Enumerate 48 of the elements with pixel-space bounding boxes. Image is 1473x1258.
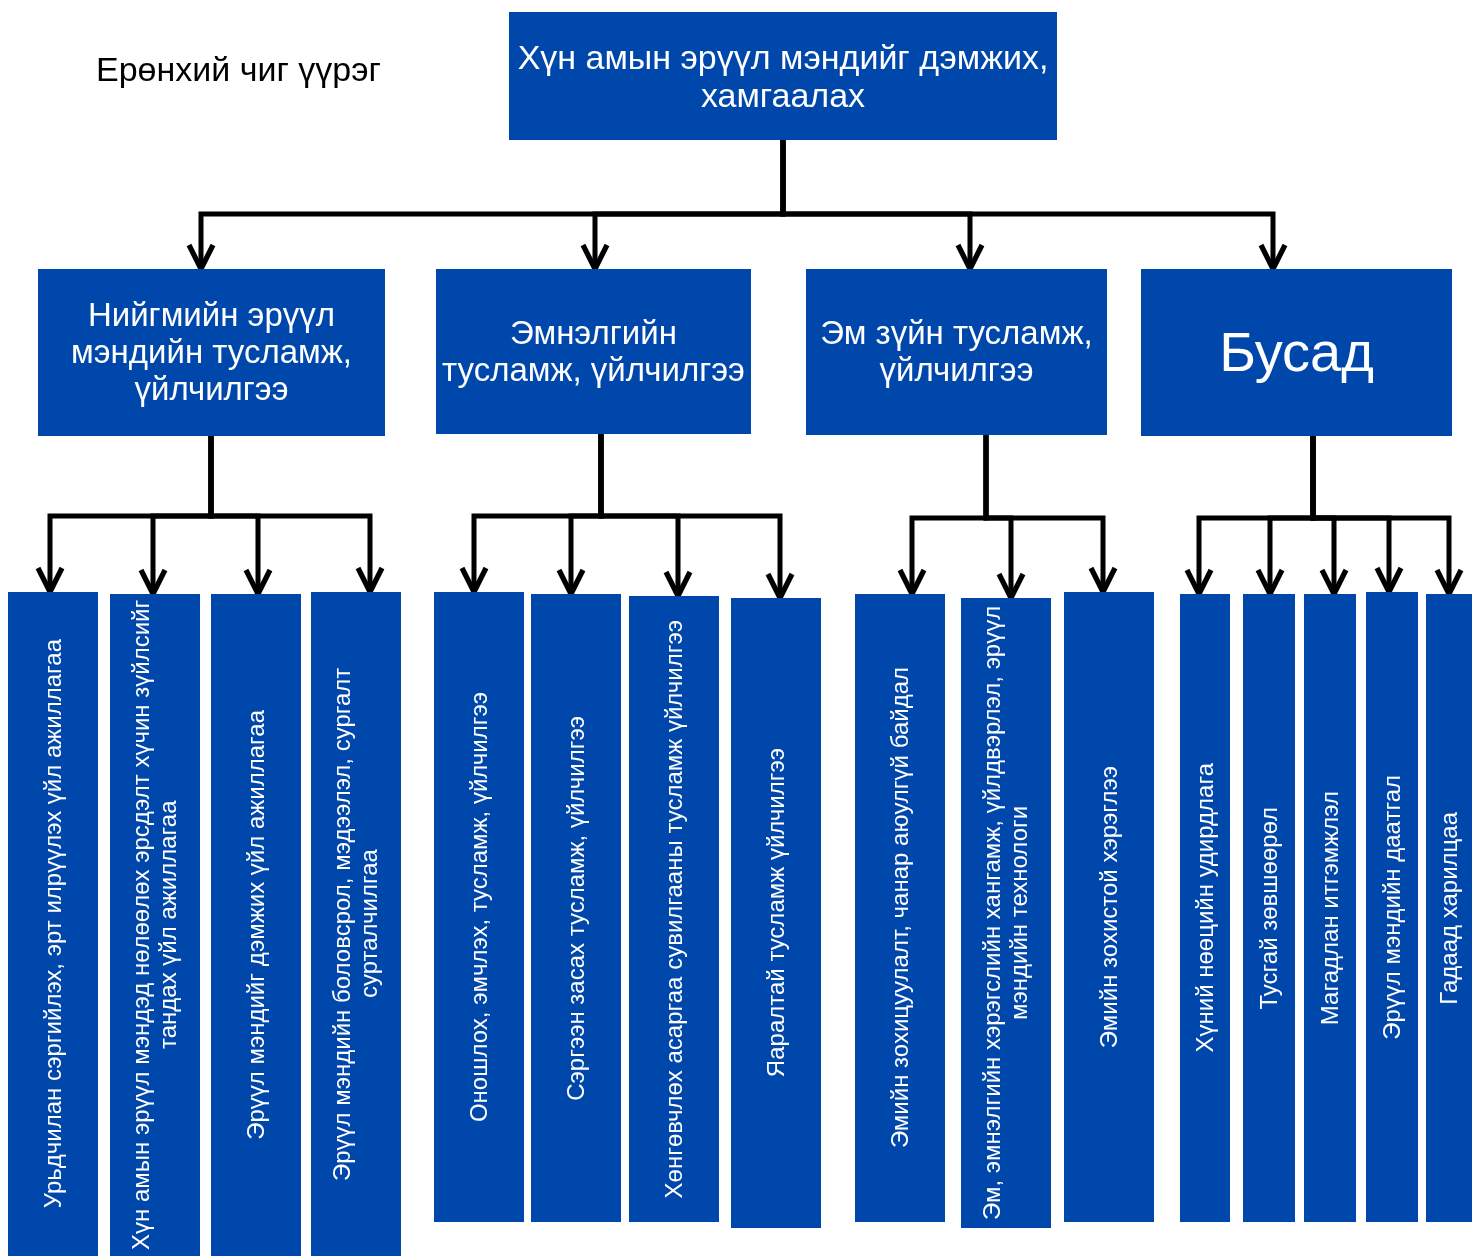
arrow: [1310, 436, 1464, 597]
function-box: [629, 596, 719, 1222]
category-box: [509, 12, 1057, 140]
arrow: [598, 434, 795, 601]
category-box: [436, 269, 751, 434]
function-box: [110, 594, 200, 1256]
box-text: Гадаад харилцаа: [1435, 811, 1463, 1005]
box-text: Тусгай зөвшөөрөл: [1255, 806, 1283, 1010]
function-box: [531, 594, 621, 1222]
function-box: [311, 592, 401, 1256]
function-box: [211, 594, 301, 1256]
box-text: Эм, эмнэлгийн хэрэгслийн хангамж, үйлдвэрлэл, эрүүл мэндийн технологи: [979, 604, 1033, 1223]
function-box: [1426, 594, 1472, 1222]
function-box: [855, 594, 945, 1222]
box-text: Урьдчилан сэргийлэх, эрт илрүүлэх үйл ажиллагаа: [39, 639, 67, 1209]
function-box: [8, 592, 98, 1256]
category-box: [806, 269, 1107, 435]
box-text: Хүн амын эрүүл мэндийг дэмжих, хамгаалах: [516, 37, 1050, 115]
function-box: [731, 598, 821, 1228]
arrow: [208, 436, 385, 595]
arrow: [780, 140, 1288, 272]
box-text: Эмнэлгийн тусламж, үйлчилгээ: [441, 314, 746, 389]
function-box: [434, 592, 524, 1222]
function-box: [1180, 594, 1230, 1222]
box-text: Яаралтай тусламж үйлчилгээ: [762, 748, 790, 1078]
box-text: Эрүүл мэндийн боловсрол, мэдээлэл, сургалт сурталчилгаа: [329, 666, 383, 1183]
box-text: Эрүүл мэндийг дэмжих үйл ажиллагаа: [242, 710, 270, 1140]
function-box: [1064, 592, 1154, 1222]
box-text: Хөнгөвчлөх асаргаа сувилгааны тусламж үйлчилгээ: [660, 619, 688, 1199]
box-text: Эмийн зохистой хэрэглээ: [1095, 765, 1123, 1049]
function-box: [961, 598, 1051, 1228]
box-text: Хүн амын эрүүл мэндэд нөлөөлөх эрсдэлт хүчин зүйлсийг тандах үйл ажиллагаа: [128, 598, 182, 1253]
category-box: [38, 269, 385, 436]
box-text: Бусад: [1218, 321, 1375, 384]
box-text: Хүний нөөцийн удирдлага: [1191, 763, 1219, 1053]
box-text: Нийгмийн эрүүл мэндийн тусламж, үйлчилгээ: [70, 297, 353, 408]
box-text: Эрүүл мэндийн даатгал: [1378, 774, 1406, 1040]
box-text: Оношлох, эмчлэх, тусламж, үйлчилгээ: [465, 691, 493, 1123]
box-text: Эмийн зохицуулалт, чанар аюулгүй байдал: [886, 667, 914, 1149]
box-text: Эм зүйн тусламж, үйлчилгээ: [819, 315, 1094, 389]
function-box: [1243, 594, 1295, 1222]
function-box: [1304, 594, 1356, 1222]
arrow: [983, 435, 1118, 595]
box-text: Сэргээн засах тусламж, үйлчилгээ: [562, 715, 590, 1101]
category-box: [1141, 269, 1452, 436]
heading-label: Ерөнхий чиг үүрэг: [96, 50, 381, 89]
function-box: [1366, 592, 1418, 1222]
box-text: Магадлан итгэмжлэл: [1316, 790, 1344, 1026]
